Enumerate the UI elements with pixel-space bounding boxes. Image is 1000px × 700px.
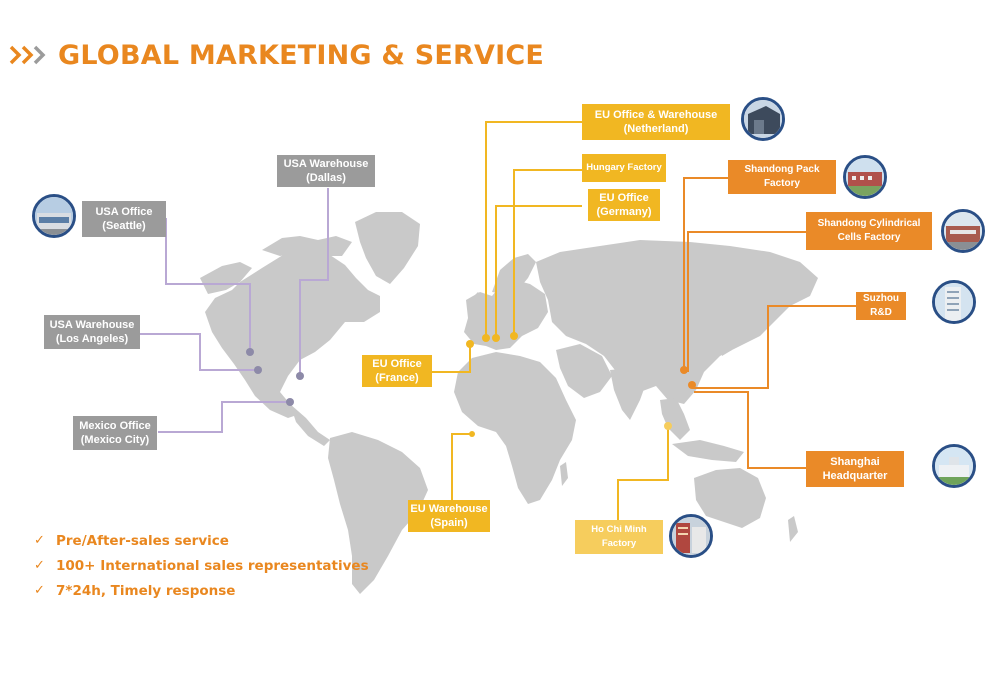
label-line: EU Office (372, 358, 422, 370)
label-line: (Mexico City) (80, 434, 150, 446)
south-america (328, 432, 428, 594)
location-dot-icon (482, 334, 490, 342)
americas-connectors (140, 188, 329, 433)
australia (694, 468, 766, 528)
eu-office-germany-label: EU Office (Germany) (588, 189, 660, 221)
shandong-cylindrical-factory-label: Shandong Cylindrical Cells Factory (806, 212, 932, 250)
label-line: (France) (375, 372, 419, 384)
check-icon: ✓ (34, 558, 45, 573)
label-line: (Seattle) (102, 220, 146, 232)
suzhou-rd-photo (932, 280, 976, 324)
label-line: EU Office & Warehouse (594, 109, 718, 121)
label-line: USA Warehouse (49, 319, 135, 331)
label-line: Hungary Factory (586, 162, 662, 173)
label-line: Headquarter (822, 470, 888, 482)
label-line: Mexico Office (79, 420, 151, 432)
label-line: (Netherland) (623, 123, 689, 135)
check-icon: ✓ (34, 533, 45, 548)
africa (454, 352, 576, 504)
greenland (355, 212, 420, 284)
page-header: GLOBAL MARKETING & SERVICE (8, 38, 544, 72)
location-dot-icon (680, 366, 688, 374)
label-line: Shanghai (830, 456, 880, 468)
page-title: GLOBAL MARKETING & SERVICE (58, 39, 545, 71)
label-line: Cells Factory (837, 232, 901, 243)
madagascar (560, 462, 568, 486)
bullet-text: 7*24h, Timely response (56, 582, 236, 599)
north-america (205, 250, 380, 418)
india (610, 368, 648, 420)
location-dot-icon (664, 422, 672, 430)
label-line: EU Warehouse (410, 503, 488, 515)
arctic-islands (262, 236, 352, 256)
label-line: USA Office (95, 206, 153, 218)
label-line: USA Warehouse (283, 158, 369, 170)
location-dot-icon (466, 340, 474, 348)
label-line: R&D (870, 307, 892, 318)
label-line: (Dallas) (306, 172, 346, 184)
netherland-warehouse-photo (741, 97, 785, 141)
shanghai-headquarter-photo (932, 444, 976, 488)
location-dot-icon (510, 332, 518, 340)
shandong-pack-photo (843, 155, 887, 199)
alaska (200, 262, 252, 294)
usa-warehouse-la-label: USA Warehouse (Los Angeles) (44, 315, 140, 349)
eu-warehouse-spain-label: EU Warehouse (Spain) (408, 500, 490, 532)
uk-ireland (470, 292, 484, 314)
bullet-item: ✓ 100+ International sales representativ… (34, 553, 369, 578)
seattle-office-photo (32, 194, 76, 238)
eu-office-france-label: EU Office (France) (362, 355, 432, 387)
location-dot-icon (286, 398, 294, 406)
usa-warehouse-dallas-label: USA Warehouse (Dallas) (277, 155, 375, 187)
ho-chi-minh-factory-photo (669, 514, 713, 558)
bullet-text: Pre/After-sales service (56, 532, 229, 549)
continents (200, 212, 818, 594)
southeast-asia (660, 398, 690, 440)
ho-chi-minh-factory-label: Ho Chi Minh Factory (575, 520, 663, 554)
asia (536, 240, 818, 404)
mexico-office-label: Mexico Office (Mexico City) (73, 416, 157, 450)
usa-office-seattle-label: USA Office (Seattle) (82, 201, 166, 237)
location-dot-icon (296, 372, 304, 380)
label-line: Suzhou (862, 293, 900, 304)
europe-connectors (432, 121, 669, 520)
middle-east (556, 344, 612, 398)
check-icon: ✓ (34, 583, 45, 598)
label-line: Factory (763, 178, 801, 189)
label-line: Ho Chi Minh (591, 524, 647, 535)
location-dot-icon (492, 334, 500, 342)
label-line: Factory (601, 538, 637, 549)
shandong-cylindrical-photo (941, 209, 985, 253)
shanghai-headquarter-label: Shanghai Headquarter (806, 451, 904, 487)
location-dots (246, 332, 696, 437)
label-line: EU Office (599, 192, 649, 204)
china-connectors (683, 177, 856, 469)
suzhou-rd-label: Suzhou R&D (856, 292, 906, 320)
location-dot-icon (469, 431, 475, 437)
label-line: Shandong Cylindrical (817, 218, 921, 229)
shandong-pack-factory-label: Shandong Pack Factory (728, 160, 836, 194)
central-america (290, 404, 330, 446)
label-line: (Spain) (430, 517, 468, 529)
indonesia (672, 440, 744, 462)
japan (720, 328, 738, 356)
bullet-text: 100+ International sales representatives (56, 557, 369, 574)
label-line: (Germany) (596, 206, 652, 218)
new-zealand (788, 516, 798, 542)
location-dot-icon (246, 348, 254, 356)
bullet-item: ✓ 7*24h, Timely response (34, 578, 369, 603)
double-chevron-right-icon (9, 45, 46, 65)
location-dot-icon (688, 381, 696, 389)
bullet-item: ✓ Pre/After-sales service (34, 528, 369, 553)
service-bullets: ✓ Pre/After-sales service ✓ 100+ Interna… (34, 528, 369, 603)
location-dot-icon (254, 366, 262, 374)
label-line: Shandong Pack (744, 164, 820, 175)
eu-office-netherland-label: EU Office & Warehouse (Netherland) (582, 104, 730, 140)
hungary-factory-label: Hungary Factory (582, 154, 666, 182)
label-line: (Los Angeles) (55, 333, 129, 345)
